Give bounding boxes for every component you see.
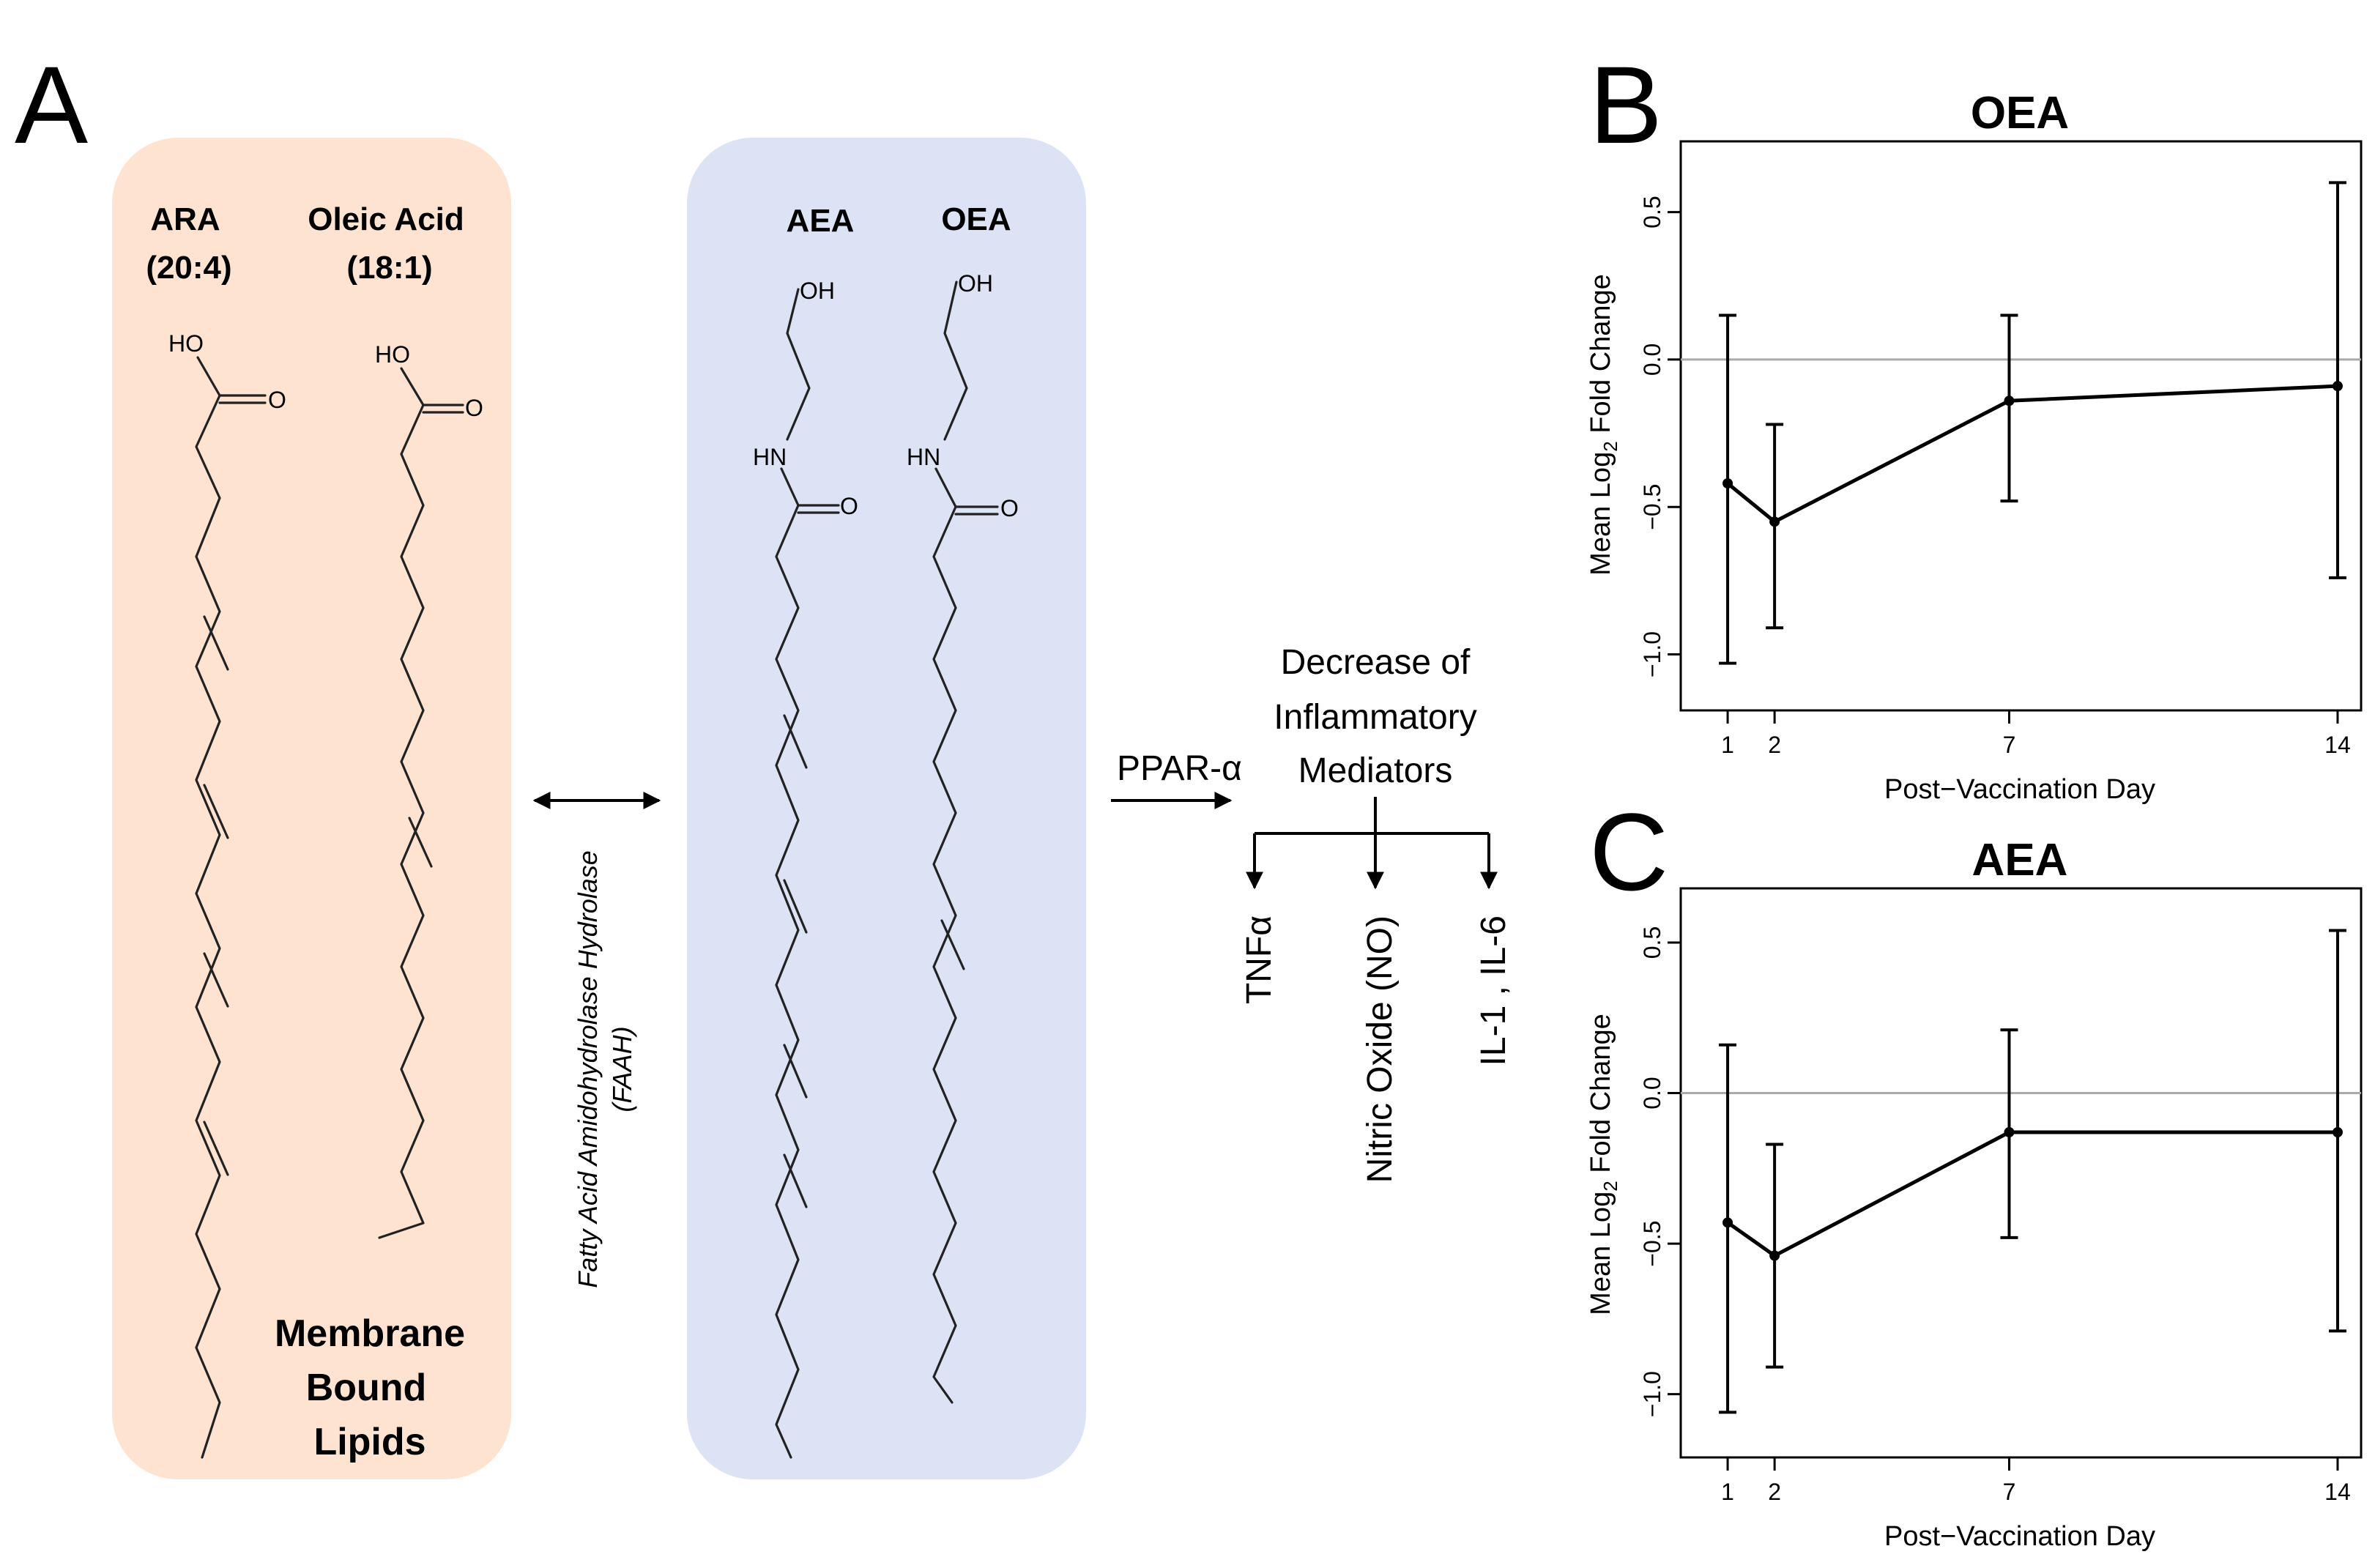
chart-b-x-tick-label: 7 [2003, 732, 2016, 758]
chart-b-error-bar [1719, 313, 1737, 665]
oleic-acid-structure: HO O [375, 341, 483, 1239]
chart-b-ylabel: Mean Log2 Fold Change [1586, 274, 1621, 576]
chart-c-xlabel: Post−Vaccination Day [1884, 1521, 2155, 1552]
chart-b-x-tick-label: 1 [1721, 732, 1734, 758]
oleic-carbonyl-label: O [465, 395, 483, 421]
chart-c-plot: −1.0 −0.5 0.0 0.5 1 2 7 14 [1639, 887, 2363, 1505]
chart-c-x-tick-label: 14 [2324, 1479, 2351, 1505]
chart-b-frame [1679, 140, 2363, 712]
oea-hydroxyl-label: OH [958, 270, 993, 297]
ara-formula: (20:4) [146, 250, 231, 286]
mediator-branch-arrows [1246, 797, 1498, 890]
chart-b-x-tick-label: 2 [1768, 732, 1781, 758]
ara-structure: HO O [168, 330, 286, 1459]
chart-b-data-point [2332, 381, 2343, 392]
aea-carbonyl-label: O [840, 493, 858, 519]
chart-b-xlabel: Post−Vaccination Day [1884, 774, 2155, 805]
outcome-label-2: Inflammatory [1274, 698, 1476, 737]
chart-b-data-point [1769, 516, 1780, 527]
chart-c-x-tick-label: 7 [2003, 1479, 2016, 1505]
oleic-hydroxyl-label: HO [375, 341, 410, 368]
faah-abbreviation: (FAAH) [607, 1026, 637, 1112]
panel-c-letter: C [1589, 790, 1668, 913]
membrane-lipids-box [112, 138, 511, 1479]
chart-c-error-bar [1719, 1043, 1737, 1414]
mediator-nitric-oxide: Nitric Oxide (NO) [1361, 915, 1400, 1183]
chart-b-data-point [1722, 478, 1733, 489]
chart-c-y-tick-label: 0.5 [1639, 926, 1665, 959]
outcome-label-1: Decrease of [1281, 643, 1471, 682]
outcome-label-3: Mediators [1298, 751, 1453, 790]
chart-c-data-point [1722, 1217, 1733, 1228]
oea-carbonyl-label: O [1000, 495, 1019, 521]
aea-hydroxyl-label: OH [800, 278, 835, 304]
mediator-interleukins: IL-1 , IL-6 [1474, 915, 1513, 1066]
chart-b-y-tick-label: 0.5 [1639, 196, 1665, 228]
chart-c-title: AEA [1972, 835, 2068, 885]
ara-label: ARA [150, 201, 220, 237]
chart-c-ylabel: Mean Log2 Fold Change [1586, 1014, 1621, 1315]
chart-b-series-line [1726, 384, 2338, 524]
chart-c-x-tick-label: 2 [1768, 1479, 1781, 1505]
panel-a-letter: A [15, 43, 88, 166]
chart-c-data-point [1769, 1250, 1780, 1261]
chart-b-y-tick-label: −0.5 [1639, 484, 1665, 530]
chart-b-title: OEA [1971, 88, 2069, 138]
panel-c: C AEA −1.0 −0.5 0.0 0.5 1 2 7 14 Post−Vaccinati… [1586, 790, 2363, 1552]
chart-b-y-tick-label: −1.0 [1639, 631, 1665, 677]
oleic-acid-label: Oleic Acid [308, 201, 464, 237]
chart-b-error-bar [2328, 181, 2346, 579]
chart-b-x-tick-label: 14 [2324, 732, 2351, 758]
oea-structure: OH HN O [907, 270, 1019, 1404]
oea-amide-label: HN [907, 444, 940, 470]
ppar-alpha-label: PPAR-α [1117, 749, 1242, 788]
chart-b-y-tick-label: 0.0 [1639, 343, 1665, 376]
faah-enzyme-label: Fatty Acid Amidohydrolase Hydrolase [573, 850, 603, 1288]
oea-label: OEA [941, 201, 1011, 237]
aea-label: AEA [787, 203, 855, 239]
membrane-lipids-label-2: Bound [306, 1367, 427, 1409]
ethanolamides-box [687, 138, 1086, 1479]
chart-c-data-point [2004, 1127, 2015, 1137]
aea-structure: OH HN O [753, 278, 858, 1459]
chart-c-y-tick-label: −1.0 [1639, 1371, 1665, 1417]
ara-carbonyl-label: O [268, 387, 286, 413]
panel-a: A ARA (20:4) Oleic Acid (18:1) HO O HO O [15, 43, 1513, 1479]
panel-b: B OEA −1.0 −0.5 0.0 0.5 1 2 7 14 Post−Vaccinati… [1586, 43, 2363, 805]
chart-c-series-line [1726, 1130, 2338, 1258]
chart-c-y-tick-label: −0.5 [1639, 1221, 1665, 1267]
chart-c-frame [1679, 887, 2363, 1459]
chart-c-y-tick-label: 0.0 [1639, 1077, 1665, 1109]
chart-b-data-point [2004, 395, 2015, 406]
mediator-tnf-alpha: TNFα [1240, 915, 1279, 1004]
chart-c-x-tick-label: 1 [1721, 1479, 1734, 1505]
chart-b-plot: −1.0 −0.5 0.0 0.5 1 2 7 14 [1639, 140, 2363, 758]
chart-b-error-bar [2000, 313, 2018, 503]
ara-hydroxyl-label: HO [168, 330, 204, 357]
chart-c-data-point [2332, 1127, 2343, 1137]
membrane-lipids-label-1: Membrane [275, 1312, 465, 1355]
oleic-acid-formula: (18:1) [346, 250, 432, 286]
aea-amide-label: HN [753, 444, 787, 470]
panel-b-letter: B [1589, 43, 1662, 166]
membrane-lipids-label-3: Lipids [313, 1421, 425, 1463]
